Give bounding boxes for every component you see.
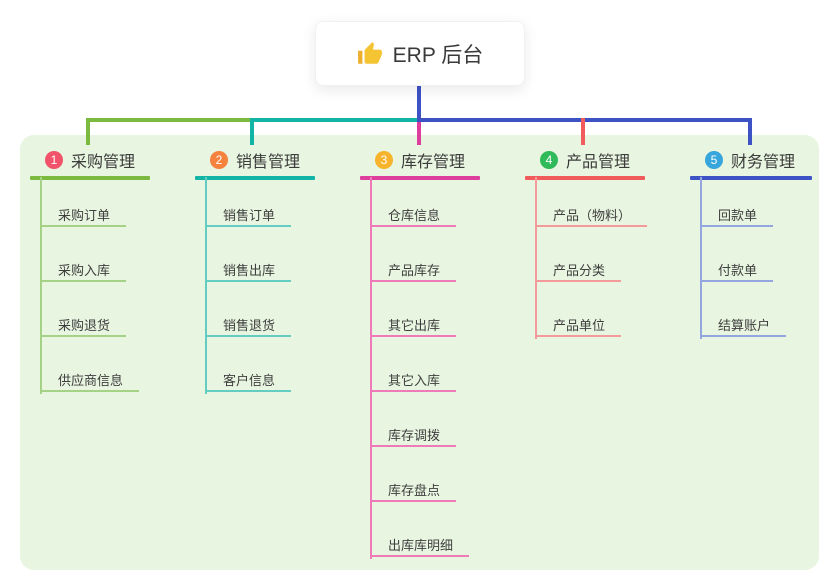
drop-line-branch-2 — [250, 118, 254, 145]
child-node[interactable]: 其它出库 — [370, 300, 457, 337]
branch-label: 销售管理 — [236, 154, 301, 171]
child-node[interactable]: 客户信息 — [205, 355, 292, 392]
child-node[interactable]: 产品单位 — [535, 300, 622, 337]
branch-label: 产品管理 — [566, 154, 631, 171]
branch-node-sales[interactable]: 2 销售管理 — [210, 148, 300, 172]
child-node[interactable]: 结算账户 — [700, 300, 787, 337]
child-node[interactable]: 销售出库 — [205, 245, 292, 282]
branch-badge-3: 3 — [375, 151, 393, 169]
branch-node-product[interactable]: 4 产品管理 — [540, 148, 630, 172]
drop-line-branch-3 — [417, 122, 421, 145]
child-node[interactable]: 库存调拨 — [370, 410, 457, 447]
children-connector-line — [205, 177, 207, 394]
root-title: ERP 后台 — [392, 43, 484, 67]
branch-label: 财务管理 — [731, 154, 796, 171]
connector-horizontal-green — [86, 118, 254, 122]
drop-line-branch-4 — [581, 118, 585, 145]
child-node[interactable]: 采购入库 — [40, 245, 127, 282]
branch-node-inventory[interactable]: 3 库存管理 — [375, 148, 465, 172]
branch-badge-2: 2 — [210, 151, 228, 169]
branch-label: 库存管理 — [401, 154, 466, 171]
children-connector-line — [535, 177, 537, 339]
connector-horizontal-teal — [250, 118, 419, 122]
child-node[interactable]: 付款单 — [700, 245, 774, 282]
child-node[interactable]: 销售订单 — [205, 190, 292, 227]
branch-underline — [525, 176, 645, 180]
root-node[interactable]: ERP 后台 — [315, 21, 525, 86]
branches-background-panel — [20, 135, 819, 570]
children-connector-line — [370, 177, 372, 559]
drop-line-branch-5 — [748, 118, 752, 145]
drop-line-branch-1 — [86, 118, 90, 145]
child-node[interactable]: 回款单 — [700, 190, 774, 227]
branch-badge-4: 4 — [540, 151, 558, 169]
children-connector-line — [40, 177, 42, 394]
child-node[interactable]: 库存盘点 — [370, 465, 457, 502]
child-node[interactable]: 产品库存 — [370, 245, 457, 282]
branch-label: 采购管理 — [71, 154, 136, 171]
branch-underline — [30, 176, 150, 180]
child-node[interactable]: 采购订单 — [40, 190, 127, 227]
branch-underline — [360, 176, 480, 180]
branch-badge-1: 1 — [45, 151, 63, 169]
thumbs-up-icon — [357, 41, 383, 67]
child-node[interactable]: 产品分类 — [535, 245, 622, 282]
root-connector-vertical — [417, 84, 421, 122]
child-node[interactable]: 产品（物料） — [535, 190, 648, 227]
branch-badge-5: 5 — [705, 151, 723, 169]
branch-node-finance[interactable]: 5 财务管理 — [705, 148, 795, 172]
branch-node-procurement[interactable]: 1 采购管理 — [45, 148, 135, 172]
branch-underline — [690, 176, 812, 180]
child-node[interactable]: 销售退货 — [205, 300, 292, 337]
child-node[interactable]: 出库库明细 — [370, 520, 470, 557]
child-node[interactable]: 采购退货 — [40, 300, 127, 337]
child-node[interactable]: 仓库信息 — [370, 190, 457, 227]
child-node[interactable]: 其它入库 — [370, 355, 457, 392]
children-connector-line — [700, 177, 702, 339]
child-node[interactable]: 供应商信息 — [40, 355, 140, 392]
branch-underline — [195, 176, 315, 180]
